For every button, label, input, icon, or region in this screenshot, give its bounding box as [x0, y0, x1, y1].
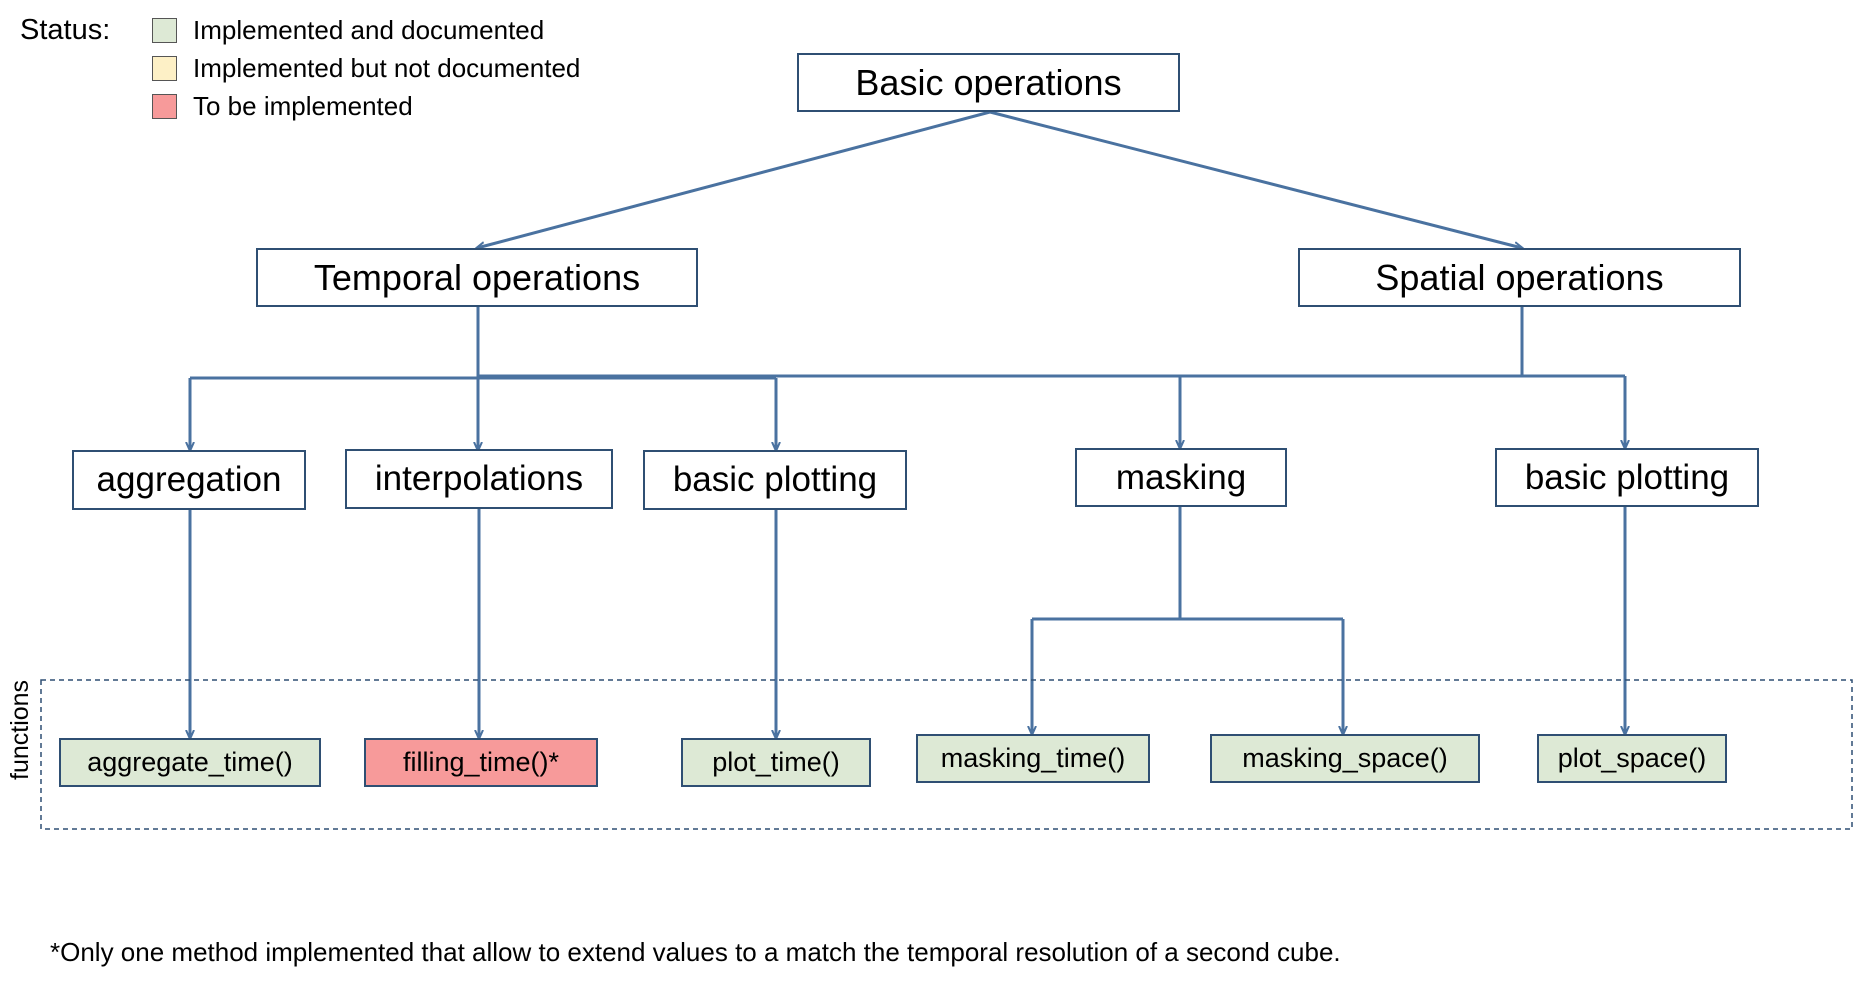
edge-root-temporal: [477, 110, 991, 248]
function-masking-space: masking_space(): [1210, 734, 1480, 783]
legend-label: Implemented but not documented: [193, 52, 581, 83]
legend-label: Implemented and documented: [193, 14, 545, 45]
legend-item-implemented-not-documented: Implemented but not documented: [152, 52, 581, 83]
function-filling-time: filling_time()*: [364, 738, 598, 787]
edge-root-spatial: [989, 110, 1522, 248]
legend-swatch: [152, 93, 177, 119]
node-temporal-operations: Temporal operations: [256, 248, 698, 307]
node-basic-plotting-spatial: basic plotting: [1495, 448, 1759, 507]
legend-swatch: [152, 17, 177, 43]
function-plot-time: plot_time(): [681, 738, 871, 787]
function-plot-space: plot_space(): [1537, 734, 1727, 783]
node-interpolations: interpolations: [345, 449, 613, 509]
functions-label: functions: [6, 679, 34, 780]
legend-title: Status:: [20, 14, 111, 46]
legend-label: To be implemented: [193, 90, 413, 121]
node-basic-operations: Basic operations: [797, 53, 1180, 112]
node-basic-plotting-temporal: basic plotting: [643, 450, 907, 510]
legend-swatch: [152, 55, 177, 81]
function-aggregate-time: aggregate_time(): [59, 738, 321, 787]
node-spatial-operations: Spatial operations: [1298, 248, 1741, 307]
node-masking: masking: [1075, 448, 1287, 507]
legend-item-to-be-implemented: To be implemented: [152, 90, 413, 121]
function-masking-time: masking_time(): [916, 734, 1150, 783]
legend-item-implemented-documented: Implemented and documented: [152, 14, 545, 45]
functions-group-box: [40, 679, 1853, 830]
footnote: *Only one method implemented that allow …: [50, 937, 1341, 967]
node-aggregation: aggregation: [72, 450, 306, 510]
